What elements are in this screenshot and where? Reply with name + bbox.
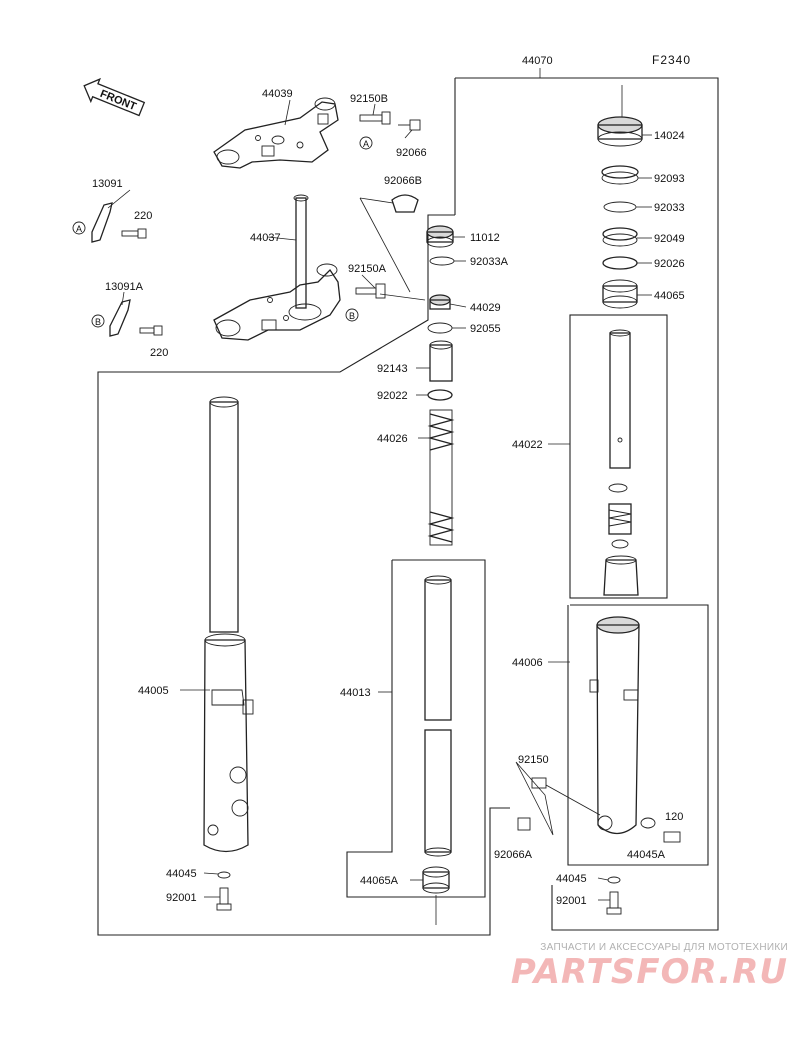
label-44026: 44026 [377,433,408,445]
circlip-92033A [429,256,455,266]
label-13091A: 13091A [105,281,144,293]
washer-44045-left [217,871,231,879]
diagram-code: F2340 [652,53,691,67]
seal-92093 [601,165,639,185]
bushing-44065 [602,279,638,309]
washer-92022 [427,389,453,401]
label-92033: 92033 [654,202,685,214]
frame-44022 [569,314,668,599]
bushing-44065A [422,866,450,894]
label-44070: 44070 [522,55,553,67]
label-92150: 92150 [518,754,549,766]
part-labels: F2340 44070 44039 92150B 92066 13091 220… [92,53,691,907]
bolt-92001-right [606,891,622,915]
label-44045-left: 44045 [166,868,197,880]
seal-92049 [602,227,638,247]
label-44045-right: 44045 [556,873,587,885]
label-44065A: 44065A [360,875,399,887]
label-leaders [107,99,652,901]
label-92143: 92143 [377,363,408,375]
bolt-92150 [531,777,601,816]
damper-rod-44022 [603,329,639,596]
left-fork-tube-44005 [203,396,254,853]
label-92033A: 92033A [470,256,509,268]
svg-text:A: A [363,139,369,149]
frame-44013 [346,559,486,898]
frame-44006 [567,604,709,866]
callout-a-marker-2: A [72,221,86,235]
assembly-frames [97,68,719,936]
cap-bolt-11012 [426,225,454,248]
washer-92026 [602,256,638,270]
nut-92066A [517,817,531,831]
bracket-13091 [91,202,147,243]
bolt-92001-left [216,887,232,911]
main-assembly-frame [455,77,719,931]
label-44005: 44005 [138,685,169,697]
watermark-logo: PARTSFOR.RU [510,952,788,992]
label-44029: 44029 [470,302,501,314]
label-92001-right: 92001 [556,895,587,907]
bolt-92150B [359,111,391,125]
bolt-44045A [663,831,681,843]
front-arrow: FRONT [83,77,146,117]
callout-a-marker-1: A [359,136,373,150]
label-44006: 44006 [512,657,543,669]
bracket-13091A [109,299,163,337]
oring-92055 [427,322,453,334]
spacer-92143 [429,340,453,382]
callout-b-marker-2: B [91,314,105,328]
spring-44026 [427,409,455,546]
right-fork-outer-44006 [589,616,640,835]
label-14024: 14024 [654,130,685,142]
inner-tube-44013 [424,575,452,857]
cap-92066B [391,194,419,213]
label-92150A: 92150A [348,263,387,275]
plug-44029 [429,294,451,310]
svg-text:B: B [349,311,355,321]
label-92093: 92093 [654,173,685,185]
nut-92066 [398,119,421,131]
label-120: 120 [665,811,683,823]
label-44065: 44065 [654,290,685,302]
label-44037: 44037 [250,232,281,244]
label-11012: 11012 [470,232,500,244]
label-220-b: 220 [150,347,168,359]
washer-44045-right [607,876,621,884]
label-92066B: 92066B [384,175,422,187]
label-92055: 92055 [470,323,501,335]
label-44013: 44013 [340,687,371,699]
label-44039: 44039 [262,88,293,100]
callout-b-marker-1: B [345,308,359,322]
washer-120 [640,817,656,829]
label-44022: 44022 [512,439,543,451]
cap-14024 [597,116,643,147]
label-92066A: 92066A [494,849,533,861]
watermark-tagline: ЗАПЧАСТИ И АКСЕССУАРЫ ДЛЯ МОТОТЕХНИКИ [540,942,788,953]
bolt-92150A [355,283,386,299]
label-92150B: 92150B [350,93,388,105]
label-44045A: 44045A [627,849,666,861]
label-13091: 13091 [92,178,123,190]
label-92066: 92066 [396,147,427,159]
watermark: ЗАПЧАСТИ И АКСЕССУАРЫ ДЛЯ МОТОТЕХНИКИ PA… [468,942,788,991]
label-92026: 92026 [654,258,685,270]
label-220-a: 220 [134,210,152,222]
svg-text:A: A [76,224,82,234]
upper-triple-clamp [213,97,339,169]
label-92022: 92022 [377,390,408,402]
steering-stem-bracket [213,194,341,341]
label-92001-left: 92001 [166,892,197,904]
circlip-92033 [603,201,637,213]
svg-text:B: B [95,317,101,327]
label-92049: 92049 [654,233,685,245]
